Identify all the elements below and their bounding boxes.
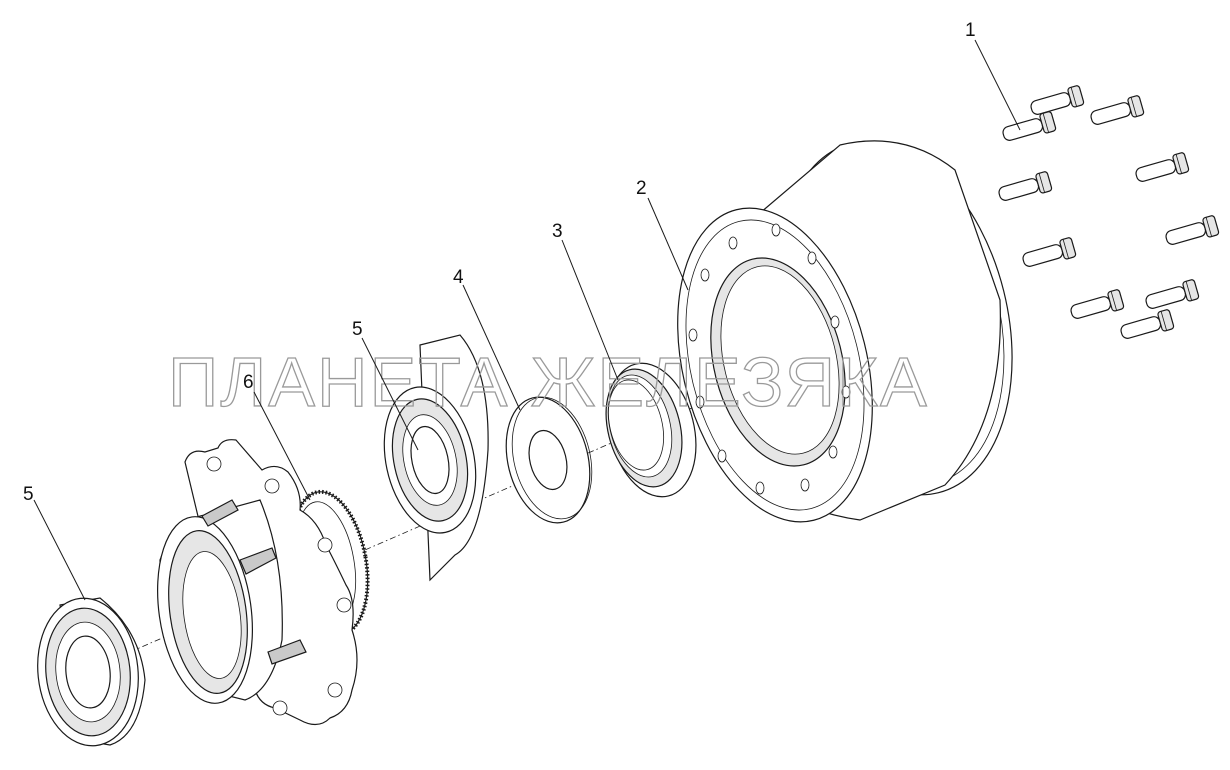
callout-leaders xyxy=(33,39,1021,601)
wheel-bolts xyxy=(998,85,1220,339)
callout-label-5-inner: 5 xyxy=(352,319,363,340)
callout-label-2: 2 xyxy=(636,178,647,199)
drum-bolt-holes xyxy=(688,223,851,495)
watermark-text: ПЛАНЕТА ЖЕЛЕЗЯКА xyxy=(168,343,929,421)
callout-label-5-outer: 5 xyxy=(23,484,34,505)
wheel-bolt xyxy=(1135,152,1190,182)
wheel-hub xyxy=(157,439,358,726)
wheel-bolt xyxy=(1030,85,1085,115)
wheel-bolt xyxy=(1022,237,1077,267)
wheel-bolt xyxy=(1002,111,1057,141)
callout-label-1: 1 xyxy=(965,20,976,41)
wheel-bolt xyxy=(1145,279,1200,309)
wheel-bolt xyxy=(1070,289,1125,319)
brake-drum xyxy=(677,140,1013,523)
callout-label-6: 6 xyxy=(243,372,254,393)
callout-label-3: 3 xyxy=(552,221,563,242)
wheel-bolt xyxy=(1165,215,1220,245)
roller-bearing-inner xyxy=(383,334,489,582)
callout-label-4: 4 xyxy=(453,267,464,288)
oil-seal xyxy=(605,362,697,498)
washer xyxy=(505,396,593,524)
wheel-bolt xyxy=(998,171,1053,201)
roller-bearing-outer xyxy=(37,597,146,747)
wheel-bolt xyxy=(1090,95,1145,125)
wheel-bolt xyxy=(1120,309,1175,339)
